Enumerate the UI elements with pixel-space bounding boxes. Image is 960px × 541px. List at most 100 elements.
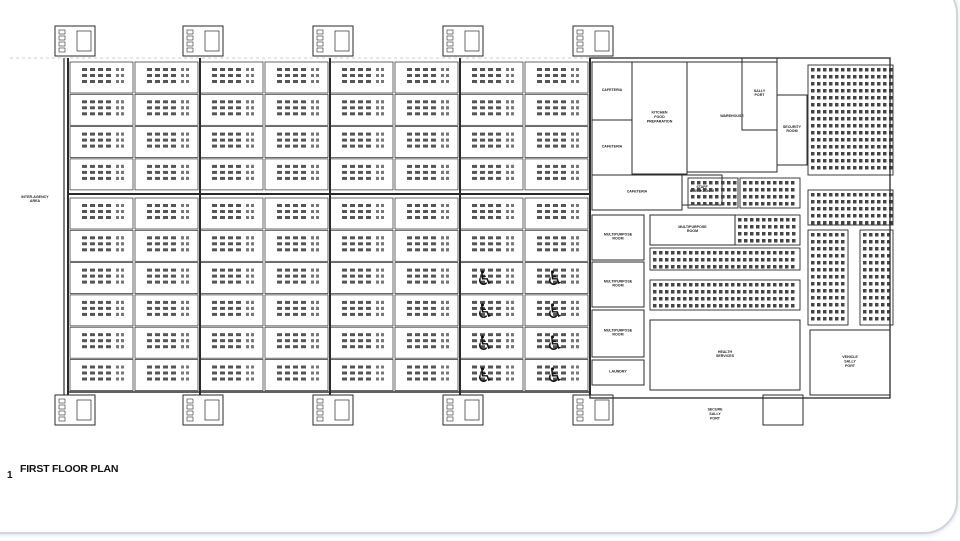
fixture-mark bbox=[511, 106, 514, 110]
bunk-mark bbox=[220, 138, 225, 142]
furniture-mark bbox=[725, 258, 729, 262]
bunk-mark bbox=[285, 377, 290, 381]
bunk-mark bbox=[537, 138, 542, 142]
bunk-mark bbox=[358, 339, 363, 343]
fixture-mark bbox=[576, 68, 579, 71]
fixture-mark bbox=[446, 74, 449, 77]
fixture-mark bbox=[511, 339, 514, 343]
furniture-mark bbox=[841, 166, 845, 170]
housing-cell-outline bbox=[394, 158, 459, 191]
fixture-mark bbox=[311, 268, 314, 272]
furniture-mark bbox=[811, 282, 815, 286]
bunk-mark bbox=[147, 377, 152, 381]
furniture-mark bbox=[859, 200, 863, 204]
bunk-mark bbox=[415, 144, 420, 148]
bunk-mark bbox=[277, 210, 282, 213]
fixture-mark bbox=[376, 170, 379, 174]
fixture-mark bbox=[186, 333, 189, 337]
bunk-mark bbox=[488, 176, 493, 180]
bunk-mark bbox=[407, 138, 412, 142]
bunk-mark bbox=[561, 236, 566, 240]
room-label: STAFF bbox=[696, 185, 708, 189]
bunk-mark bbox=[431, 300, 436, 304]
bunk-mark bbox=[147, 280, 152, 284]
bunk-mark bbox=[358, 345, 363, 349]
bunk-mark bbox=[212, 204, 217, 207]
bunk-mark bbox=[358, 377, 363, 381]
stair-outline bbox=[312, 25, 354, 57]
furniture-mark bbox=[889, 68, 893, 72]
bunk-mark bbox=[350, 68, 355, 71]
housing-cell-outline bbox=[394, 61, 459, 94]
bunk-mark bbox=[220, 280, 225, 284]
bunk-mark bbox=[480, 216, 485, 219]
bunk-mark bbox=[472, 170, 477, 174]
furniture-mark bbox=[835, 254, 839, 258]
furniture-mark bbox=[863, 296, 867, 300]
fixture-mark bbox=[376, 242, 379, 246]
bunk-mark bbox=[488, 144, 493, 148]
fixture-mark bbox=[311, 74, 314, 77]
bunk-mark bbox=[545, 280, 550, 284]
furniture-mark bbox=[869, 275, 873, 279]
bunk-mark bbox=[171, 100, 176, 104]
bunk-mark bbox=[415, 210, 420, 213]
bunk-mark bbox=[366, 300, 371, 304]
housing-cell-outline bbox=[264, 197, 329, 230]
furniture-mark bbox=[773, 188, 777, 192]
furniture-mark bbox=[883, 145, 887, 149]
housing-cell-outline bbox=[394, 359, 459, 391]
bunk-mark bbox=[220, 300, 225, 304]
bunk-mark bbox=[228, 306, 233, 310]
bunk-mark bbox=[496, 312, 501, 316]
bunk-mark bbox=[106, 216, 111, 219]
fixture-mark bbox=[181, 333, 184, 337]
fixture-mark bbox=[116, 112, 119, 116]
furniture-mark bbox=[791, 188, 795, 192]
furniture-mark bbox=[701, 304, 705, 308]
fixture-mark bbox=[116, 377, 119, 381]
room-label: AREA bbox=[30, 199, 41, 203]
housing-cell-block bbox=[199, 61, 264, 94]
furniture-mark bbox=[709, 195, 713, 199]
furniture-mark bbox=[865, 214, 869, 218]
fixture-mark bbox=[311, 242, 314, 246]
bunk-mark bbox=[293, 333, 298, 337]
furniture-mark bbox=[743, 251, 747, 255]
bunk-mark bbox=[358, 176, 363, 180]
bunk-mark bbox=[431, 377, 436, 381]
bunk-mark bbox=[488, 339, 493, 343]
bunk-mark bbox=[285, 112, 290, 116]
stair-step bbox=[186, 41, 194, 47]
furniture-mark bbox=[853, 75, 857, 79]
housing-cell-outline bbox=[264, 294, 329, 327]
bunk-mark bbox=[285, 365, 290, 369]
furniture-mark bbox=[869, 289, 873, 293]
furniture-mark bbox=[713, 283, 717, 287]
bunk-mark bbox=[415, 312, 420, 316]
fixture-mark bbox=[116, 100, 119, 104]
furniture-mark bbox=[665, 258, 669, 262]
bunk-mark bbox=[236, 280, 241, 284]
housing-cell-outline bbox=[459, 61, 524, 94]
furniture-mark bbox=[719, 290, 723, 294]
bunk-mark bbox=[545, 274, 550, 278]
bunk-mark bbox=[98, 306, 103, 310]
bunk-mark bbox=[155, 74, 160, 77]
bunk-mark bbox=[358, 248, 363, 252]
furniture-mark bbox=[701, 265, 705, 269]
furniture-mark bbox=[865, 110, 869, 114]
furniture-mark bbox=[835, 261, 839, 265]
furniture-mark bbox=[847, 166, 851, 170]
bunk-mark bbox=[496, 339, 501, 343]
bunk-mark bbox=[407, 144, 412, 148]
fixture-mark bbox=[251, 138, 254, 142]
bunk-mark bbox=[537, 176, 542, 180]
housing-cell-block bbox=[69, 294, 134, 327]
fixture-mark bbox=[246, 365, 249, 369]
furniture-mark bbox=[755, 181, 759, 185]
furniture-mark bbox=[841, 131, 845, 135]
bunk-mark bbox=[472, 236, 477, 240]
